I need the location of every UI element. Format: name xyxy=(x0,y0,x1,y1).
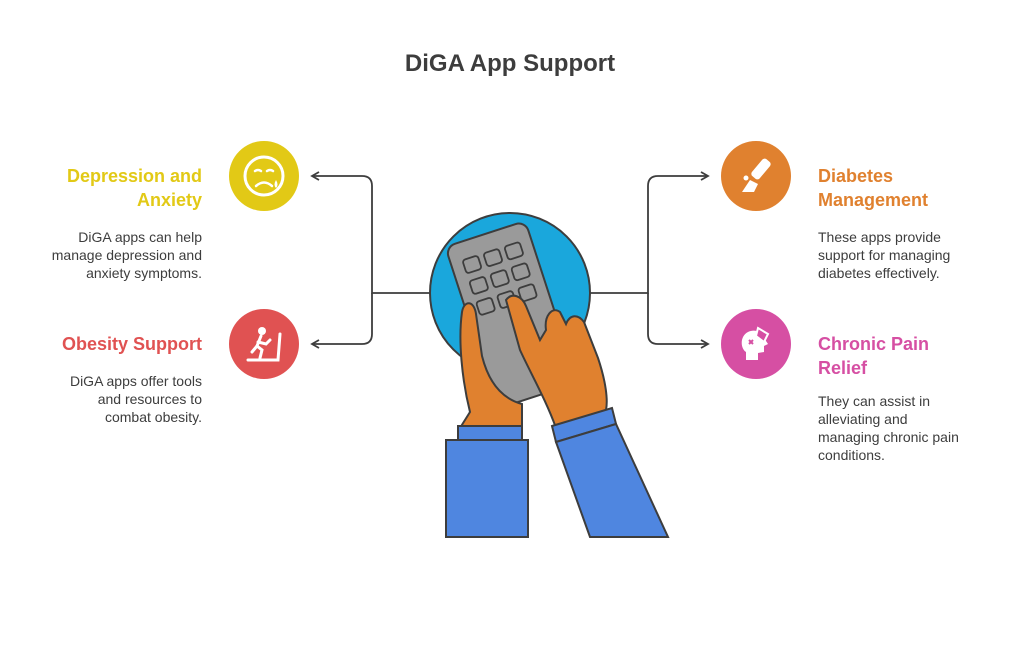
diabetes-desc-line2: support for managing xyxy=(818,247,951,263)
treadmill-icon xyxy=(246,327,282,362)
diabetes-desc-line1: These apps provide xyxy=(818,229,941,245)
glucose-meter-icon xyxy=(742,158,771,192)
diagram-title: DiGA App Support xyxy=(404,50,616,77)
diabetes-heading: Diabetes Management xyxy=(818,164,1008,212)
pain-desc-line3: managing chronic pain xyxy=(818,429,959,445)
connector-obesity xyxy=(310,293,373,349)
diabetes-heading-line1: Diabetes xyxy=(818,166,894,186)
connector-diabetes xyxy=(590,171,710,294)
connector-pain xyxy=(647,293,710,349)
pain-heading-line2: Relief xyxy=(818,358,868,378)
obesity-heading: Obesity Support xyxy=(20,332,202,356)
pain-description: They can assist in alleviating and manag… xyxy=(818,392,1008,464)
pain-desc-line2: alleviating and xyxy=(818,411,908,427)
head-pain-icon xyxy=(741,326,770,360)
depression-desc-line3: anxiety symptoms. xyxy=(86,265,202,281)
depression-heading-line1: Depression and xyxy=(66,166,202,186)
pain-desc-line4: conditions. xyxy=(818,447,885,463)
obesity-icon-circle xyxy=(229,309,299,379)
pain-heading-line1: Chronic Pain xyxy=(818,334,930,354)
depression-heading-line2: Anxiety xyxy=(136,190,202,210)
depression-desc-line2: manage depression and xyxy=(51,247,202,263)
depression-description: DiGA apps can help manage depression and… xyxy=(20,228,202,282)
pain-desc-line1: They can assist in xyxy=(818,393,931,409)
obesity-desc-line3: combat obesity. xyxy=(104,409,202,425)
depression-heading: Depression and Anxiety xyxy=(20,164,202,212)
connector-depression xyxy=(310,171,430,294)
depression-icon-circle xyxy=(229,141,299,211)
diabetes-description: These apps provide support for managing … xyxy=(818,228,1008,282)
diabetes-icon-circle xyxy=(721,141,791,211)
obesity-desc-line2: and resources to xyxy=(97,391,202,407)
pain-heading: Chronic Pain Relief xyxy=(818,332,1008,380)
pain-icon-circle xyxy=(721,309,791,379)
sad-face-icon xyxy=(243,155,285,197)
obesity-heading-line1: Obesity Support xyxy=(61,334,202,354)
depression-desc-line1: DiGA apps can help xyxy=(78,229,202,245)
obesity-description: DiGA apps offer tools and resources to c… xyxy=(20,372,202,426)
obesity-desc-line1: DiGA apps offer tools xyxy=(69,373,202,389)
diabetes-heading-line2: Management xyxy=(818,190,929,210)
diabetes-desc-line3: diabetes effectively. xyxy=(818,265,940,281)
